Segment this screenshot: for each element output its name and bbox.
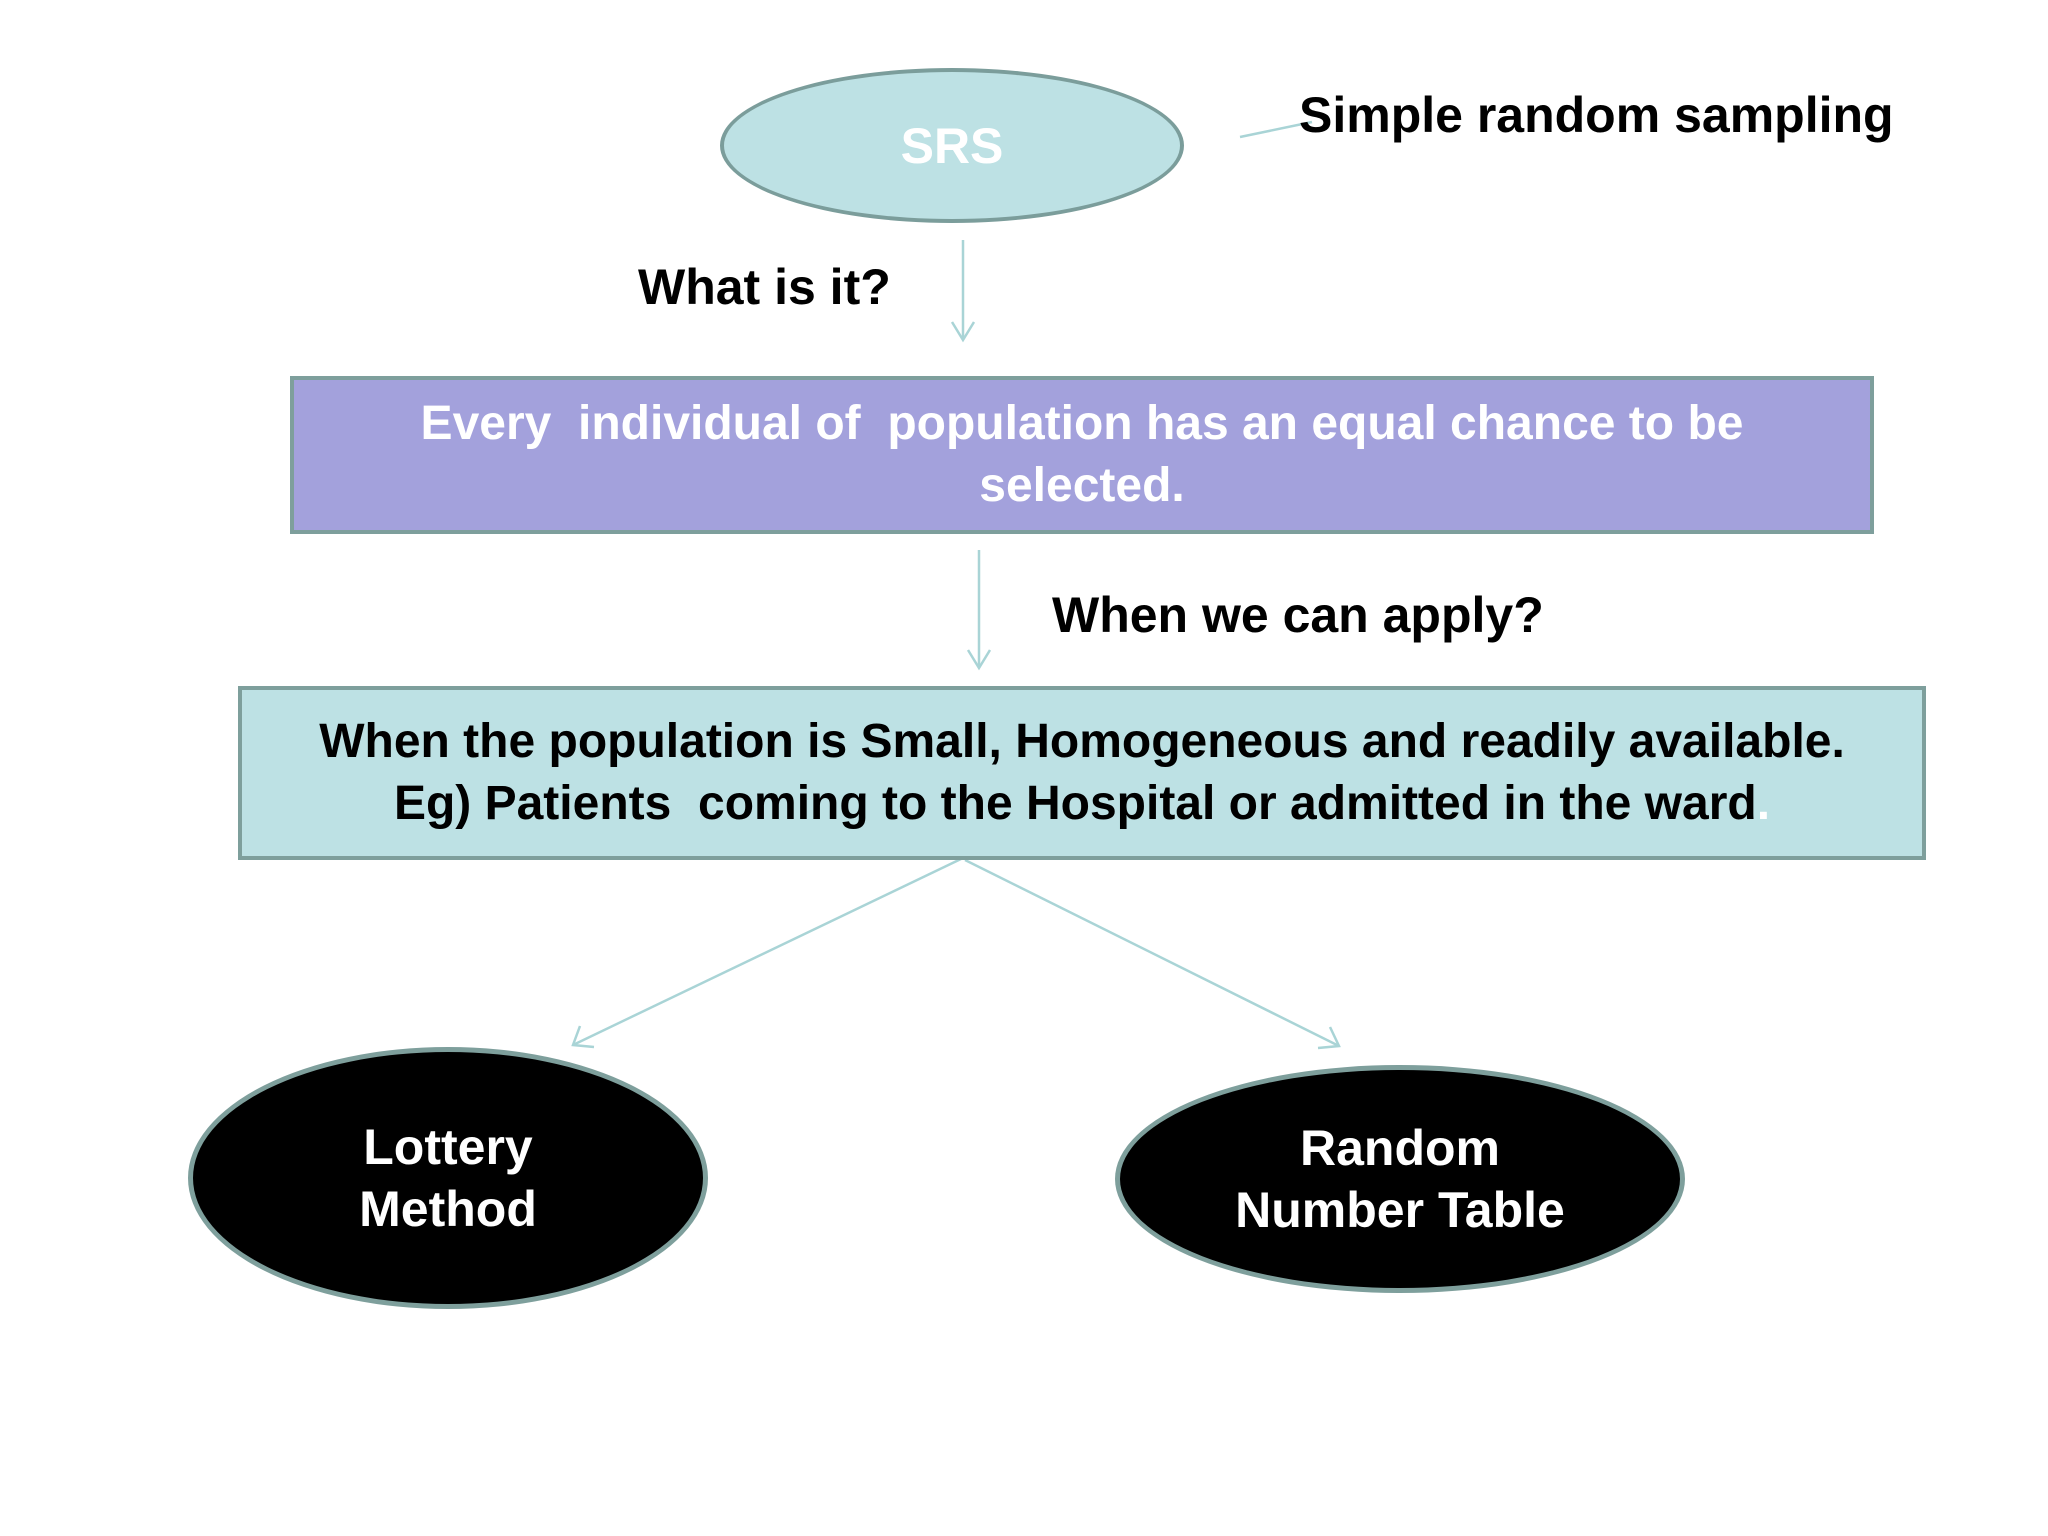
random-table-line-1: Random [1300, 1120, 1500, 1176]
arrow-condition-to-lottery [572, 856, 964, 1047]
condition-line-1: When the population is Small, Homogeneou… [319, 715, 1845, 768]
what-is-it-label: What is it? [638, 259, 891, 315]
definition-line-2: selected. [979, 459, 1185, 512]
arrowhead-condition-to-random-table [1317, 1026, 1341, 1050]
arrow-condition-to-random-table [964, 858, 1340, 1048]
lottery-method-node: Lottery Method [188, 1047, 708, 1309]
lottery-line-2: Method [359, 1181, 537, 1237]
callout-pointer [1239, 120, 1313, 139]
when-apply-label: When we can apply? [1052, 587, 1544, 643]
srs-node-label: SRS [900, 117, 1004, 174]
arrowhead-srs-to-definition [950, 321, 976, 343]
arrowhead-condition-to-lottery [571, 1025, 595, 1049]
srs-node: SRS [720, 68, 1184, 223]
condition-line-2-text: Eg) Patients coming to the Hospital or a… [393, 777, 1757, 830]
random-number-table-node: Random Number Table [1115, 1065, 1685, 1293]
srs-full-name-label: Simple random sampling [1299, 87, 1894, 143]
arrowhead-definition-to-condition [966, 649, 992, 671]
condition-line-2: Eg) Patients coming to the Hospital or a… [319, 773, 1845, 835]
random-table-line-2: Number Table [1235, 1182, 1565, 1238]
condition-line-2-period: . [1756, 777, 1771, 830]
condition-box: When the population is Small, Homogeneou… [238, 686, 1926, 860]
definition-line-1: Every individual of population has an eq… [420, 397, 1744, 450]
definition-box: Every individual of population has an eq… [290, 376, 1874, 534]
lottery-line-1: Lottery [363, 1119, 533, 1175]
